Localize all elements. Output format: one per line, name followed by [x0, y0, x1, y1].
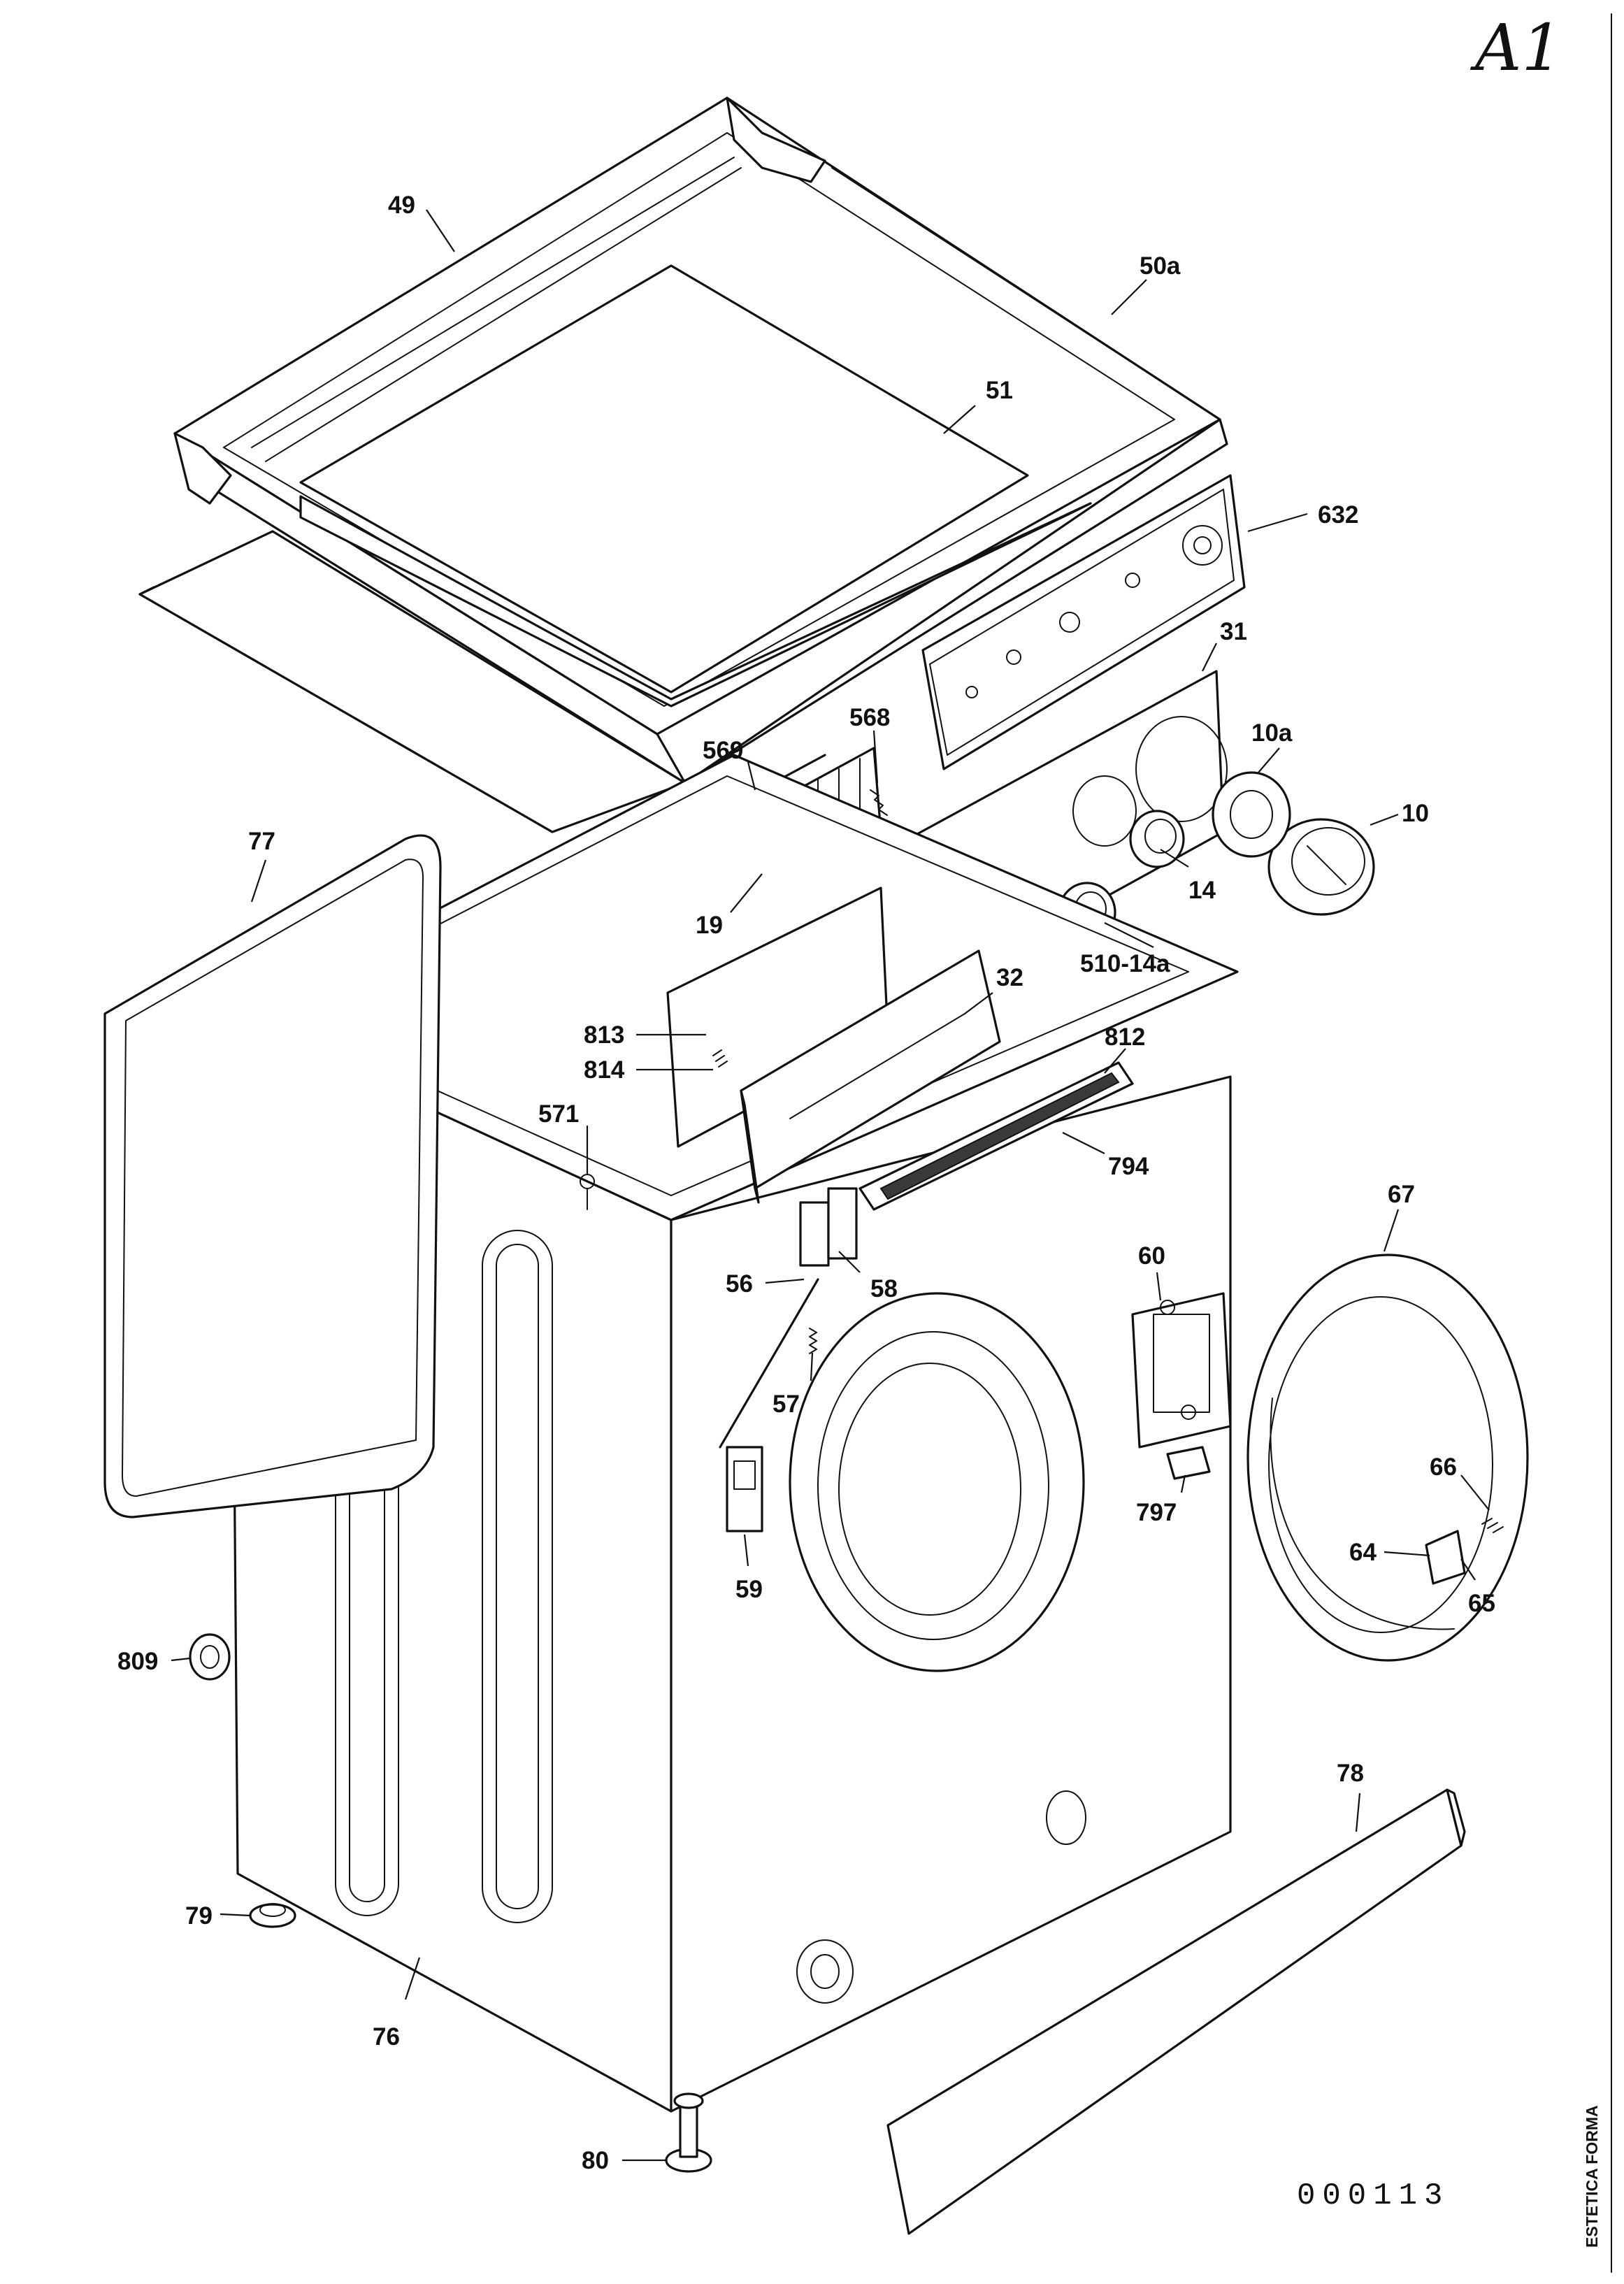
callout-632: 632 — [1318, 501, 1358, 529]
callout-76: 76 — [373, 2023, 400, 2050]
callout-571: 571 — [538, 1100, 579, 1128]
spring-568 — [870, 789, 888, 816]
callout-51: 51 — [986, 377, 1013, 404]
hinge-60 — [1131, 1292, 1232, 1449]
door-catch-64 — [1425, 1530, 1466, 1585]
callout-19: 19 — [696, 912, 723, 939]
callout-510-14a: 510-14a — [1080, 950, 1170, 977]
callout-66: 66 — [1430, 1453, 1457, 1481]
callout-813: 813 — [584, 1021, 624, 1049]
rear-seal-77 — [103, 834, 442, 1518]
foot-79 — [249, 1903, 296, 1928]
callout-14: 14 — [1188, 877, 1216, 904]
callout-32: 32 — [996, 964, 1023, 991]
callout-65: 65 — [1468, 1590, 1495, 1617]
knob-ring-10a — [1212, 771, 1291, 858]
lock-56-58 — [799, 1187, 858, 1267]
document-number: 000113 — [1297, 2178, 1449, 2213]
leader-lines — [171, 209, 1490, 2162]
callout-56: 56 — [726, 1270, 753, 1298]
callout-60: 60 — [1138, 1242, 1165, 1270]
detergent-drawer-32 — [740, 949, 1001, 1204]
screw-814 — [712, 1049, 728, 1068]
callout-67: 67 — [1388, 1181, 1415, 1208]
callout-57: 57 — [773, 1391, 800, 1418]
rod-56 — [719, 1278, 819, 1449]
callout-10: 10 — [1402, 800, 1429, 827]
callout-809: 809 — [117, 1648, 158, 1675]
spring-66 — [1481, 1518, 1504, 1533]
lock-59 — [726, 1446, 763, 1532]
striker-797 — [1166, 1446, 1211, 1480]
foot-80 — [665, 2092, 712, 2173]
lid-panel-part — [138, 264, 1092, 833]
callout-797: 797 — [1136, 1499, 1177, 1526]
callout-labels: 49 50a 51 632 31 568 10a 10 569 77 19 14… — [117, 192, 1495, 2174]
callout-80: 80 — [582, 2147, 609, 2174]
sheet-id: A1 — [1469, 10, 1562, 85]
callout-79: 79 — [185, 1902, 213, 1930]
callout-569: 569 — [703, 737, 743, 764]
spring-57 — [809, 1328, 817, 1354]
control-board-part — [921, 474, 1246, 770]
callout-58: 58 — [870, 1275, 898, 1302]
callout-794: 794 — [1108, 1153, 1149, 1180]
callout-812: 812 — [1105, 1024, 1145, 1051]
callout-50a: 50a — [1140, 252, 1181, 280]
callout-78: 78 — [1337, 1760, 1364, 1787]
callout-59: 59 — [735, 1576, 763, 1603]
filter-812 — [858, 1061, 1134, 1211]
plinth-panel-78 — [886, 1788, 1466, 2235]
callout-10a: 10a — [1251, 719, 1293, 747]
side-note: ESTETICA FORMA — [1583, 2105, 1601, 2248]
knob-14 — [1129, 810, 1185, 868]
selector-knob-10 — [1267, 818, 1375, 916]
callout-49: 49 — [388, 192, 415, 219]
callout-814: 814 — [584, 1056, 625, 1084]
callout-77: 77 — [248, 828, 275, 855]
callout-31: 31 — [1220, 618, 1247, 645]
grommet-809 — [189, 1633, 231, 1681]
callout-64: 64 — [1349, 1539, 1377, 1566]
callout-568: 568 — [849, 704, 890, 731]
